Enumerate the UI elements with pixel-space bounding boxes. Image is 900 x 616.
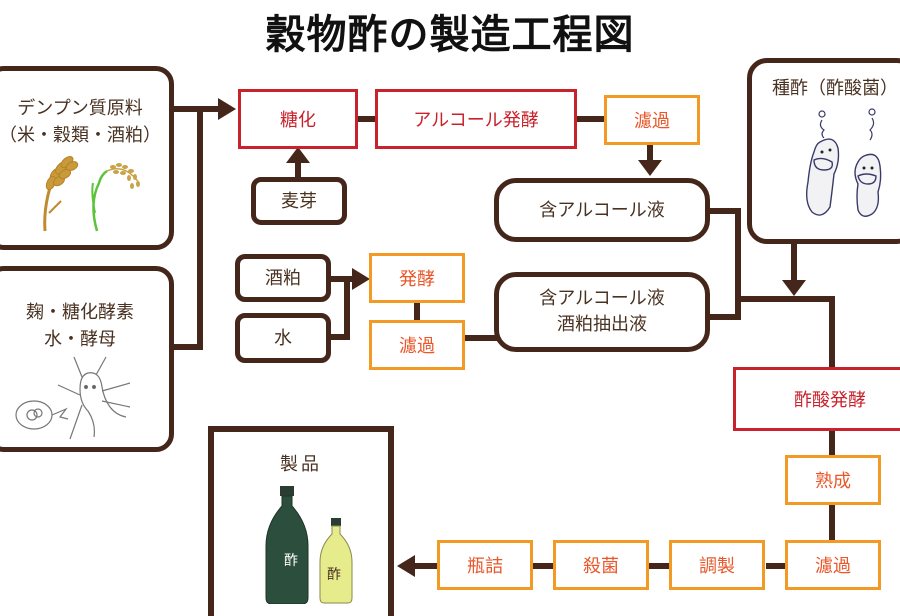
seed-vinegar-label: 種酢（酢酸菌） [772,78,898,99]
alcohol-liquid-box: 含アルコール液 [494,178,710,242]
page-title: 穀物酢の製造工程図 [265,12,635,58]
water-label: 水 [274,327,292,349]
connector-lees-water-vertical [344,276,350,340]
connector-lees-extract-right [705,314,741,320]
connector-seed-vinegar-down [791,240,797,282]
connector-sterilization-to-bottling [532,563,554,569]
connector-acetic-column-top [829,296,835,370]
connector-blending-to-sterilization [649,563,671,569]
bottling-step: 瓶詰 [437,540,533,590]
connector-fermentation-to-filtration [414,300,420,322]
koji-enzyme-label: 麹・糖化酵素 [26,302,134,323]
connector-alcohol-fermentation-to-filtration [575,116,607,122]
saccharification-step: 糖化 [238,89,358,149]
lees-extract-box: 含アルコール液 酒粕抽出液 [494,272,710,352]
connector-filtration-to-alcohol-liquid [647,143,653,163]
filtration-step-2: 濾過 [369,320,465,370]
malt-label: 麦芽 [281,190,317,212]
filtration-step-3: 濾過 [785,540,881,590]
lees-extract-label-2: 酒粕抽出液 [557,314,647,335]
bottling-label: 瓶詰 [467,556,503,577]
saccharification-label: 糖化 [280,110,316,131]
connector-water-right [328,334,350,340]
connector-junction-to-acetic [735,296,835,302]
filtration-step-1: 濾過 [604,95,700,145]
filtration-1-label: 濾過 [634,111,670,132]
arrow-right-icon [352,268,370,290]
connector-alcohol-liquid-right [705,208,741,214]
rice-grain-icon [43,156,140,232]
seed-vinegar-box: 種酢（酢酸菌） [747,58,900,244]
starch-material-box: デンプン質原料 （米・穀類・酒粕） [0,66,174,250]
connector-malt-to-saccharification [295,158,301,180]
arrow-up-icon [286,147,310,163]
sake-lees-label: 酒粕 [265,267,301,289]
filtration-3-label: 濾過 [815,556,851,577]
connector-acetic-to-aging [829,430,835,456]
product-box: 製品 酢 酢 [208,426,394,616]
fermentation-step: 発酵 [369,253,465,303]
connector-aging-to-filtration [829,503,835,541]
arrow-right-icon [218,98,236,120]
water-box: 水 [235,313,331,363]
acetic-bacteria-illustration-icon [805,108,882,217]
product-label: 製品 [280,454,322,475]
blending-label: 調製 [699,556,735,577]
arrow-down-icon [638,160,662,176]
vinegar-bottles-icon [265,486,353,604]
blending-step: 調製 [669,540,765,590]
acetic-fermentation-step: 酢酸発酵 [733,367,900,431]
arrow-left-icon [397,555,415,577]
alcohol-fermentation-label: アルコール発酵 [413,110,539,131]
alcohol-fermentation-step: アルコール発酵 [375,89,577,149]
sterilization-step: 殺菌 [553,540,649,590]
lees-extract-label-1: 含アルコール液 [539,287,665,309]
starch-material-sublabel: （米・穀類・酒粕） [0,125,161,146]
connector-bottling-to-product [412,563,440,569]
connector-filtration-to-lees-extract [462,335,498,341]
connector-saccharification-to-alcohol-fermentation [357,116,377,122]
acetic-fermentation-label: 酢酸発酵 [794,390,866,411]
malt-box: 麦芽 [251,177,347,225]
fermentation-label: 発酵 [399,269,435,290]
connector-sake-lees-right [328,276,358,282]
sake-lees-box: 酒粕 [235,254,331,302]
koji-mold-illustration-icon [15,356,131,440]
connector-filtration-to-blending [766,563,788,569]
connector-junction-vertical [735,208,741,320]
starch-material-label: デンプン質原料 [17,98,143,119]
arrow-down-icon [782,280,806,296]
alcohol-liquid-label: 含アルコール液 [539,199,665,221]
bottle-small-label: 酢 [327,567,341,583]
connector-koji-horizontal [170,344,203,350]
filtration-2-label: 濾過 [399,336,435,357]
aging-label: 熟成 [815,471,851,492]
bottle-large-label: 酢 [284,553,298,569]
sterilization-label: 殺菌 [583,556,619,577]
koji-enzyme-sublabel: 水・酵母 [44,329,116,350]
koji-enzyme-box: 麹・糖化酵素 水・酵母 [0,266,174,452]
connector-starch-to-saccharification [170,106,222,112]
aging-step: 熟成 [785,455,881,505]
connector-koji-vertical [197,106,203,350]
